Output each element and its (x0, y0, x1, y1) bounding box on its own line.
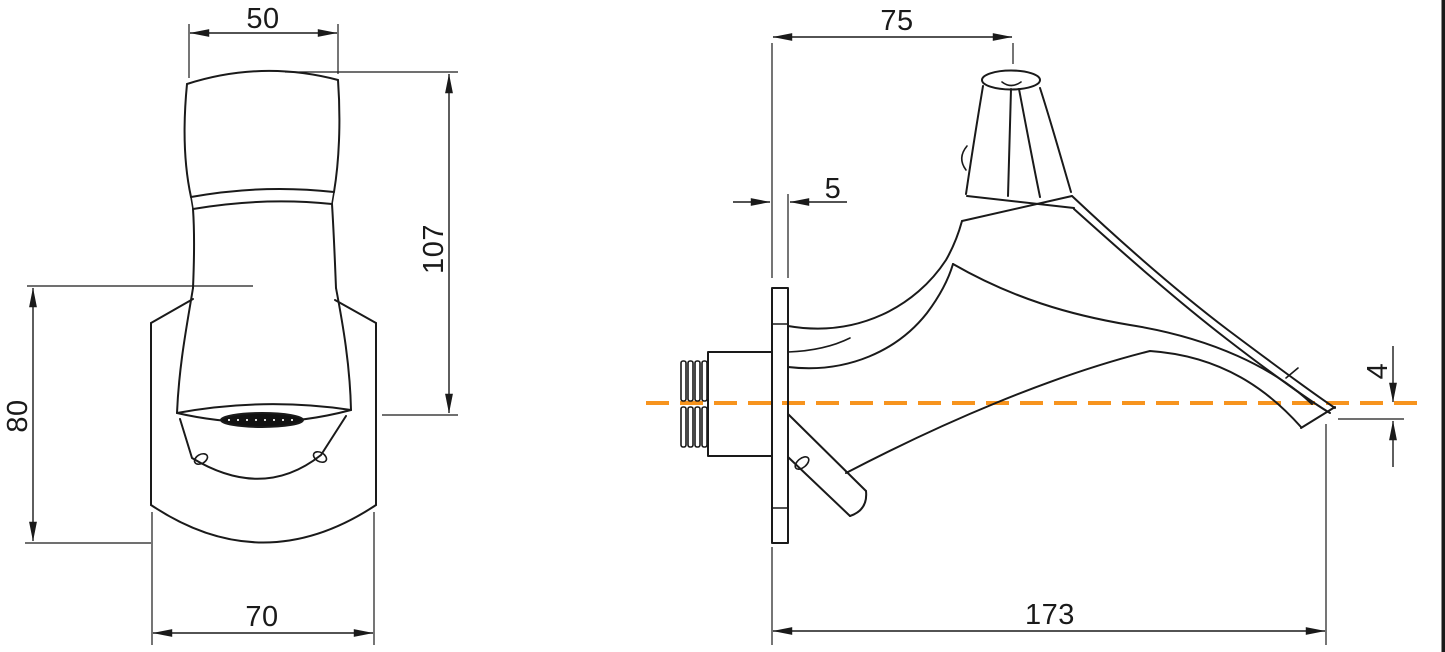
escutcheon-top-right-chamfer (334, 299, 377, 324)
handle-left-edge (183, 83, 192, 198)
handle-band-lower (192, 200, 333, 210)
dim-label-5: 5 (825, 173, 842, 205)
handle-side-left-edge (965, 85, 984, 195)
dim-label-75: 75 (880, 5, 913, 37)
flange-end-cap (849, 490, 868, 517)
dim-label-4: 4 (1362, 363, 1394, 380)
handle-skirt-edge-2 (966, 195, 1075, 209)
thread-rib (701, 360, 708, 402)
dim-label-107: 107 (418, 224, 450, 274)
thread-rib (701, 406, 708, 448)
escutcheon-top-left-chamfer (150, 298, 194, 324)
thread-rib (694, 360, 701, 402)
handle-band-cap-left (190, 196, 194, 210)
thread-rib (694, 406, 701, 448)
dim-label-80: 80 (2, 399, 34, 432)
handle-inner-edge-left (1007, 88, 1012, 197)
spout-bottom-silhouette (845, 350, 1302, 474)
side-view: 75 5 4 173 (646, 5, 1428, 645)
flange-lower-slant (787, 456, 851, 517)
spout-lower-mid-edge (952, 263, 1313, 405)
screw-hole-right (312, 450, 328, 464)
dim-label-70: 70 (245, 601, 278, 633)
dim-label-173: 173 (1025, 599, 1075, 631)
neck-curve-front (787, 220, 963, 330)
thread-rib (680, 406, 687, 448)
page-border-right (1441, 0, 1445, 652)
handle-band-cap-right (331, 191, 335, 205)
neck-left-edge (192, 208, 196, 289)
front-view: 50 107 80 70 (2, 3, 458, 645)
dim-label-50: 50 (246, 3, 279, 35)
handle-band-upper (190, 187, 335, 198)
outlet-slot (220, 412, 304, 428)
flange-screw-hole (794, 456, 810, 470)
spout-lip-top (176, 403, 352, 414)
inlet-connector (707, 351, 773, 457)
thread-rib (680, 360, 687, 402)
handle-set-screw-bump (960, 145, 968, 171)
handle-top-rim (981, 69, 1041, 91)
screw-hole-left (193, 452, 209, 466)
handle-side-right-edge (1039, 87, 1072, 193)
flange-upper-slant (787, 413, 867, 492)
neck-right-edge (331, 203, 337, 289)
handle-right-edge (333, 79, 341, 193)
wall-plate (771, 287, 789, 544)
body-flare-right (335, 287, 352, 411)
handle-inner-edge-right (1018, 88, 1041, 198)
spout-surface-tick (1285, 367, 1299, 379)
handle-rim-notch (1001, 81, 1022, 87)
thread-rib (687, 406, 694, 448)
spout-tip-face (1300, 406, 1336, 429)
neck-curve-back (787, 263, 954, 370)
escutcheon-bottom-arc (150, 504, 377, 544)
handle-top-edge (186, 69, 339, 85)
thread-rib (687, 360, 694, 402)
spout-top-silhouette (1071, 195, 1336, 409)
handle-skirt-edge-1 (961, 195, 1073, 222)
neck-hidden-edge (787, 337, 851, 353)
